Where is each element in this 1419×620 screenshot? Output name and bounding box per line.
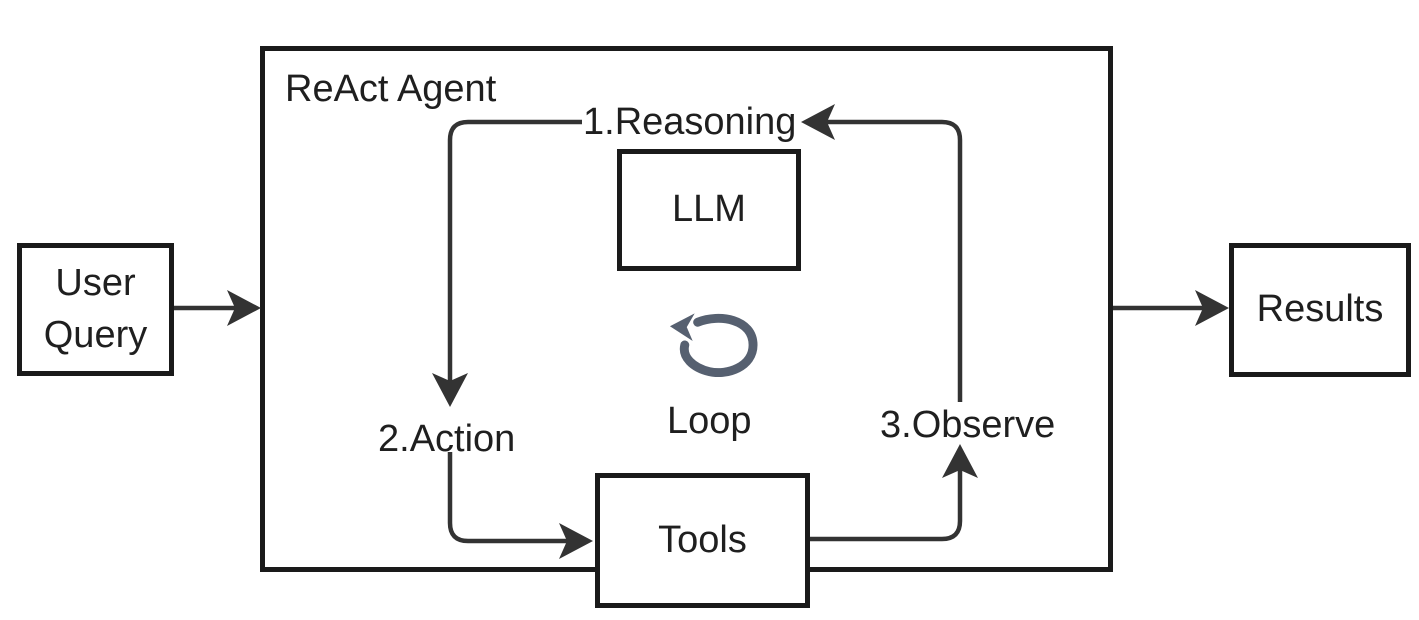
loop-arrow-icon: [669, 313, 758, 377]
step-label-observe: 3.Observe: [880, 404, 1056, 446]
tools-label: Tools: [658, 518, 747, 561]
tools-node: Tools: [595, 473, 810, 608]
results-node: Results: [1229, 243, 1411, 377]
llm-label: LLM: [672, 188, 746, 231]
arrowhead-into-results: [1195, 290, 1229, 326]
user-query-node: User Query: [17, 243, 174, 376]
user-query-label: User Query: [43, 262, 148, 356]
step-label-action: 2.Action: [378, 418, 516, 460]
llm-node: LLM: [617, 149, 801, 271]
arrowhead-into-agent: [227, 290, 261, 326]
react-agent-title: ReAct Agent: [285, 68, 497, 110]
step-label-reasoning: 1.Reasoning: [583, 101, 797, 143]
results-label: Results: [1256, 288, 1384, 331]
loop-label: Loop: [667, 400, 752, 442]
